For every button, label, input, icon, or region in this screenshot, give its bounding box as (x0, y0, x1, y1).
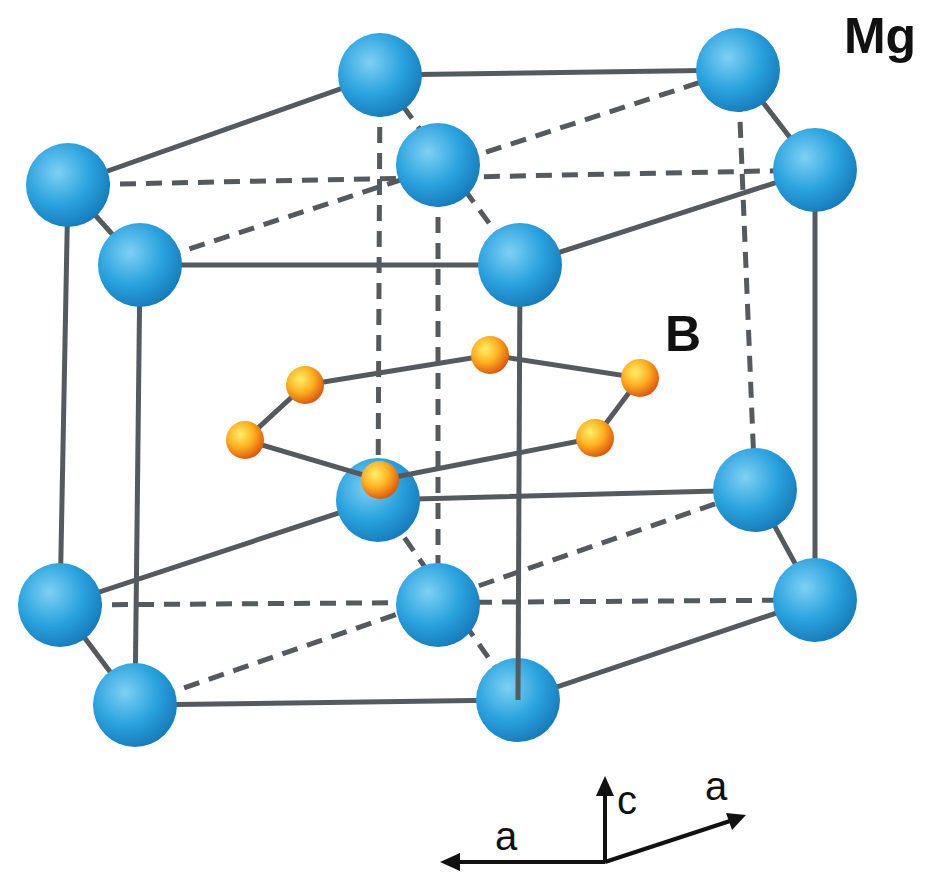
mg-atoms-front (98, 223, 562, 700)
element-label: Mg (844, 11, 916, 61)
axis-label: c (617, 780, 637, 820)
element-label: B (665, 309, 701, 359)
unit-cell-dashed (60, 70, 815, 705)
mg-atoms (18, 28, 857, 747)
axis-label: a (705, 766, 727, 806)
axes (440, 776, 746, 871)
unit-cell-solid (60, 70, 815, 705)
axis-label: a (495, 816, 517, 856)
boron-bonds (245, 355, 640, 480)
b-atoms (226, 336, 659, 499)
